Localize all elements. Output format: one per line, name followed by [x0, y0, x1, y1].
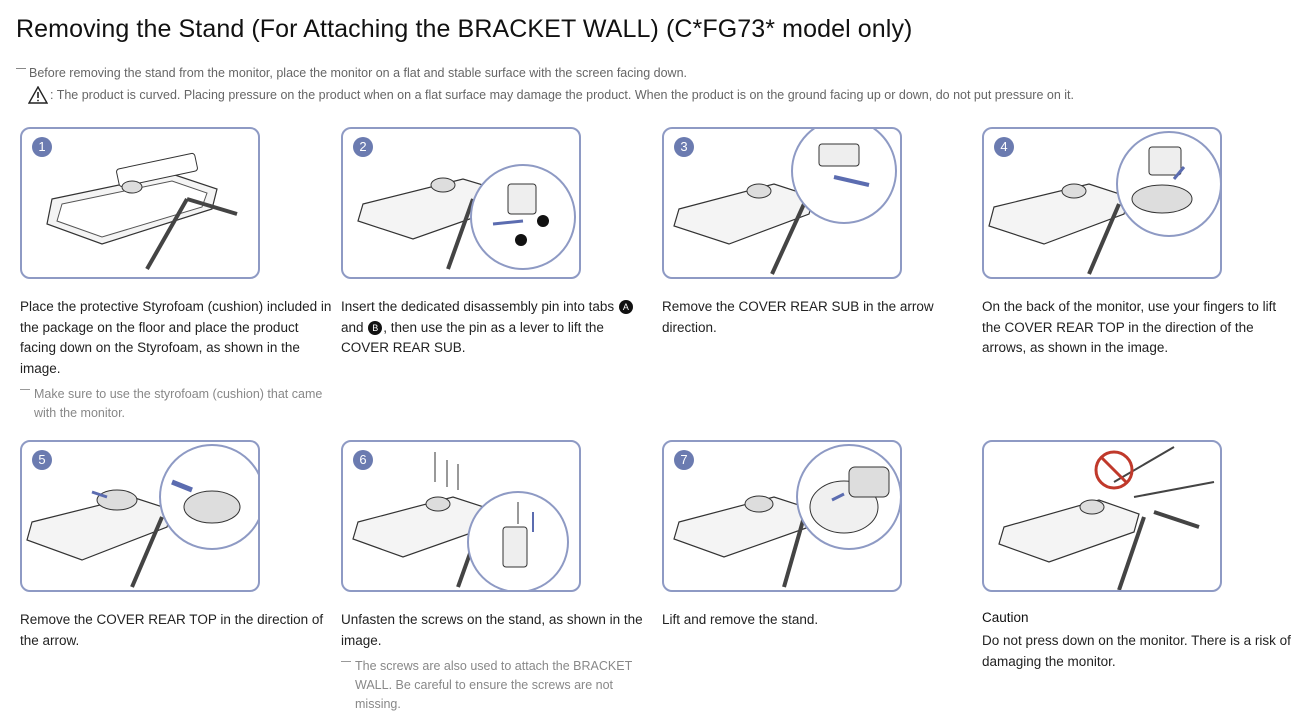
step-number: 2 — [353, 137, 373, 157]
tab-b-badge: B — [368, 320, 383, 335]
step-2-text: Insert the dedicated disassembly pin int… — [341, 297, 653, 359]
disassembly-pin-image — [357, 164, 576, 270]
step-5: 5 Remove the COVER REAR TOP in the direc… — [20, 440, 332, 651]
warning-text: : The product is curved. Placing pressur… — [50, 88, 1074, 102]
step-1: 1 Place the protective Styrofoam (cushio… — [20, 127, 332, 423]
step-2-text-c: , then use the pin as a lever to lift th… — [341, 319, 604, 356]
step-number: 6 — [353, 450, 373, 470]
step-1-text: Place the protective Styrofoam (cushion)… — [20, 299, 332, 376]
unfasten-screws-image — [352, 452, 569, 590]
step-2-text-a: Insert the dedicated disassembly pin int… — [341, 299, 618, 314]
step-3: 3 Remove the COVER REAR SUB in the arrow… — [662, 127, 974, 338]
note-text: Before removing the stand from the monit… — [29, 66, 688, 80]
step-4: 4 On the back of the monitor, use your f… — [982, 127, 1294, 359]
step-6-subnote: The screws are also used to attach the B… — [341, 657, 653, 714]
step-number: 5 — [32, 450, 52, 470]
step-1-subnote: Make sure to use the styrofoam (cushion)… — [20, 385, 332, 423]
note-dash — [16, 68, 26, 69]
step-6: 6 Unfasten the screws on the stand, as s… — [341, 440, 653, 714]
step-1-illustration: 1 — [20, 127, 260, 279]
step-number: 4 — [994, 137, 1014, 157]
step-5-text: Remove the COVER REAR TOP in the directi… — [20, 612, 324, 648]
monitor-on-cushion-image — [46, 152, 238, 270]
step-7: 7 Lift and remove the stand. — [662, 440, 974, 631]
do-not-press-image — [998, 446, 1215, 590]
step-7-text: Lift and remove the stand. — [662, 612, 819, 627]
caution-text: Do not press down on the monitor. There … — [982, 633, 1291, 669]
page-title: Removing the Stand (For Attaching the BR… — [16, 15, 913, 43]
cover-rear-sub-image — [673, 129, 897, 275]
step-4-text: On the back of the monitor, use your fin… — [982, 299, 1277, 355]
step-2-illustration: 2 — [341, 127, 581, 279]
note: Before removing the stand from the monit… — [16, 66, 687, 80]
step-3-text: Remove the COVER REAR SUB in the arrow d… — [662, 299, 934, 335]
step-6-text: Unfasten the screws on the stand, as sho… — [341, 612, 643, 648]
tab-a-badge: A — [618, 300, 633, 315]
warning-icon — [28, 86, 48, 104]
step-number: 7 — [674, 450, 694, 470]
subnote-dash — [341, 661, 351, 662]
step-4-illustration: 4 — [982, 127, 1222, 279]
step-6-illustration: 6 — [341, 440, 581, 592]
step-1-subnote-text: Make sure to use the styrofoam (cushion)… — [34, 387, 323, 420]
step-5-illustration: 5 — [20, 440, 260, 592]
warning: : The product is curved. Placing pressur… — [28, 86, 1074, 104]
step-2-text-b: and — [341, 319, 368, 335]
step-2: 2 Insert the dedicated disassembly pin i… — [341, 127, 653, 359]
step-number: 3 — [674, 137, 694, 157]
remove-cover-rear-top-image — [26, 444, 258, 588]
subnote-dash — [20, 389, 30, 390]
step-6-subnote-text: The screws are also used to attach the B… — [355, 659, 632, 711]
prohibited-icon — [1094, 450, 1134, 490]
caution-title: Caution — [982, 610, 1029, 625]
step-3-illustration: 3 — [662, 127, 902, 279]
lift-stand-image — [673, 444, 900, 588]
step-number: 1 — [32, 137, 52, 157]
step-caution: Caution Do not press down on the monitor… — [982, 440, 1294, 672]
step-7-illustration: 7 — [662, 440, 902, 592]
cover-rear-top-fingers-image — [988, 131, 1220, 275]
caution-illustration — [982, 440, 1222, 592]
